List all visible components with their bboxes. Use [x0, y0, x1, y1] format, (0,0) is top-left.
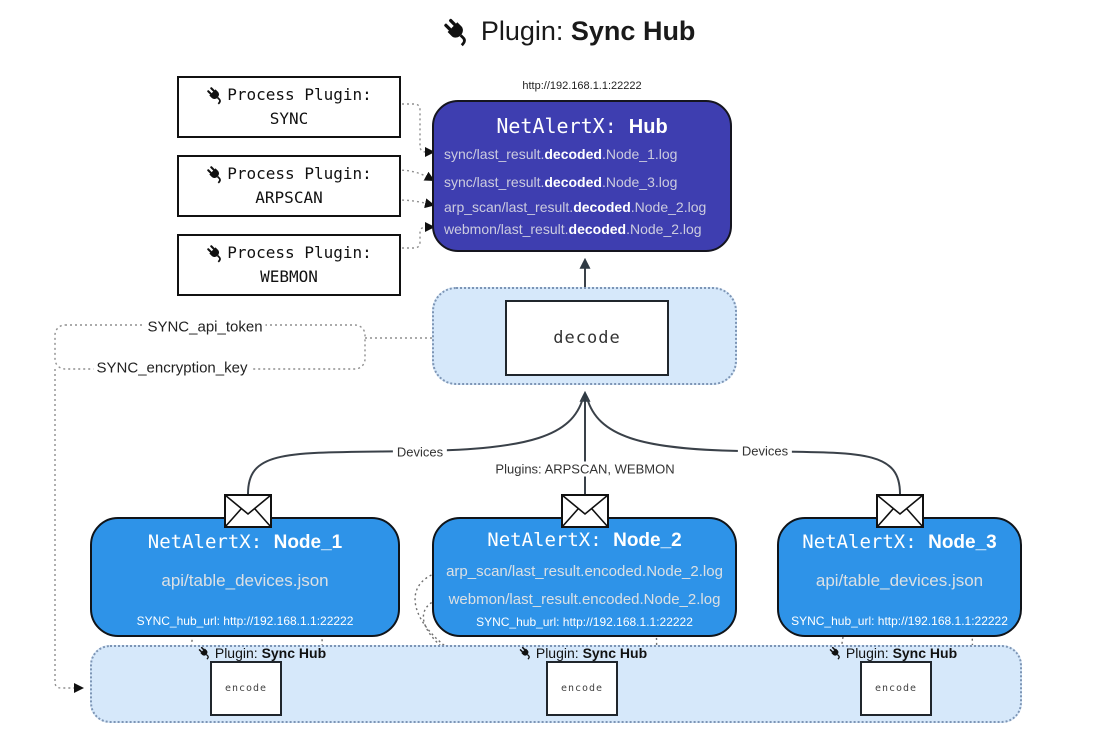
edge-arpscan-to-hub-log2: [396, 169, 435, 181]
edge-arpscan-to-hub-log3: [396, 198, 435, 209]
encoder-label-text: Plugin: Sync Hub: [535, 645, 648, 661]
process-plugin-label: Process Plugin:: [227, 243, 372, 262]
node-2: NetAlertX: Node_2 arp_scan/last_result.e…: [432, 517, 737, 637]
process-plugin-name: ARPSCAN: [255, 188, 323, 207]
node-footer: SYNC_hub_url: http://192.168.1.1:22222: [476, 615, 693, 629]
node-line: api/table_devices.json: [161, 571, 329, 590]
edge-label-plugins: Plugins: ARPSCAN, WEBMON: [491, 461, 679, 477]
process-plugin-webmon: Process Plugin: WEBMON: [177, 234, 401, 296]
encoder-label-1: Plugin: Sync Hub: [198, 645, 326, 661]
process-plugin-name: SYNC: [269, 109, 309, 128]
encoder-label-3: Plugin: Sync Hub: [829, 645, 957, 661]
envelope-icon: [876, 494, 924, 528]
node-title: NetAlertX: Node_2: [487, 529, 682, 551]
plug-icon: [207, 244, 222, 263]
encode-box-3: encode: [860, 661, 932, 716]
node-title: NetAlertX: Node_1: [147, 531, 343, 553]
node-line: api/table_devices.json: [815, 571, 984, 590]
diagram-title: Plugin: Sync Hub: [442, 16, 696, 47]
sync-encryption-key-label: SYNC_encryption_key: [93, 359, 251, 377]
plug-icon: [207, 86, 222, 105]
node-footer: SYNC_hub_url: http://192.168.1.1:22222: [136, 614, 354, 628]
decode-box: decode: [505, 300, 669, 376]
sync-api-token-label: SYNC_api_token: [144, 318, 266, 336]
node-line: webmon/last_result.encoded.Node_2.log: [448, 591, 721, 608]
process-plugin-sync: Process Plugin: SYNC: [177, 76, 401, 138]
hub-url: http://192.168.1.1:22222: [522, 80, 642, 92]
hub-log-line: sync/last_result.decoded.Node_3.log: [444, 174, 678, 190]
envelope-icon: [224, 494, 272, 528]
encoder-label-text: Plugin: Sync Hub: [214, 645, 327, 661]
edge-sync-to-hub-log1: [397, 103, 435, 157]
process-plugin-arpscan: Process Plugin: ARPSCAN: [177, 155, 401, 217]
hub-log-line: arp_scan/last_result.decoded.Node_2.log: [444, 199, 707, 215]
plug-icon: [519, 646, 530, 660]
hub-title: NetAlertX: Hub: [496, 114, 668, 138]
edge-secrets-to-band: [54, 369, 84, 693]
plug-icon: [829, 646, 840, 660]
edge-webmon-to-hub-log4: [397, 222, 435, 249]
edge-label-devices-left: Devices: [392, 444, 448, 460]
encode-box-1: encode: [210, 661, 282, 716]
node-line: arp_scan/last_result.encoded.Node_2.log: [446, 563, 723, 580]
node-title: NetAlertX: Node_3: [802, 531, 997, 553]
edge-label-devices-right: Devices: [737, 443, 793, 459]
node-1: NetAlertX: Node_1 api/table_devices.json…: [90, 517, 400, 637]
envelope-icon: [561, 494, 609, 528]
node-3: NetAlertX: Node_3 api/table_devices.json…: [777, 517, 1022, 637]
hub-node: NetAlertX: Hub sync/last_result.decoded.…: [432, 100, 732, 252]
encode-box-2: encode: [546, 661, 618, 716]
process-plugin-label: Process Plugin:: [227, 164, 372, 183]
node-footer: SYNC_hub_url: http://192.168.1.1:22222: [791, 614, 1008, 628]
hub-log-line: sync/last_result.decoded.Node_1.log: [444, 146, 678, 162]
plug-icon: [207, 165, 222, 184]
process-plugin-label: Process Plugin:: [227, 85, 372, 104]
title-text: Plugin: Sync Hub: [480, 16, 696, 46]
hub-log-line: webmon/last_result.decoded.Node_2.log: [444, 221, 702, 237]
encoder-label-2: Plugin: Sync Hub: [519, 645, 647, 661]
plug-icon: [198, 646, 209, 660]
plug-icon: [443, 18, 466, 46]
process-plugin-name: WEBMON: [260, 267, 318, 286]
encoder-label-text: Plugin: Sync Hub: [845, 645, 958, 661]
